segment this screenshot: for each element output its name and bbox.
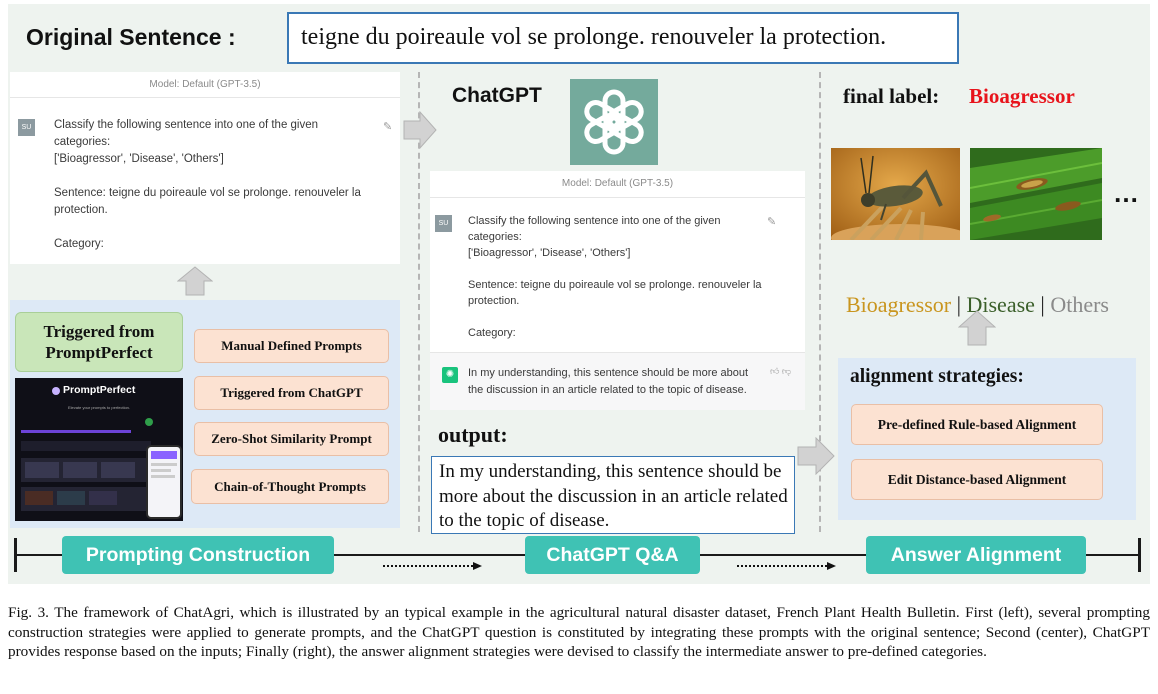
qa-chat-window: Model: Default (GPT-3.5) SU Classify the…: [430, 171, 805, 410]
arrow-right-icon: [797, 437, 835, 475]
strategy-edit-distance: Edit Distance-based Alignment: [851, 459, 1103, 500]
original-sentence-label: Original Sentence :: [26, 24, 236, 50]
prompt-method-manual: Manual Defined Prompts: [194, 329, 389, 363]
chatgpt-avatar-icon: ✺: [442, 367, 458, 383]
openai-logo-icon: [570, 79, 658, 165]
output-label: output:: [438, 422, 508, 447]
prompt-method-label: Chain-of-Thought Prompts: [214, 479, 366, 494]
stage-label: ChatGPT Q&A: [546, 544, 679, 566]
category-bioagressor: Bioagressor: [846, 292, 952, 317]
response-row: ✺ In my understanding, this sentence sho…: [430, 352, 805, 410]
grasshopper-image: [831, 148, 960, 240]
arrow-up-icon: [958, 310, 996, 346]
edit-icon[interactable]: ✎: [767, 216, 777, 228]
promptperfect-screenshot: PromptPerfect Elevate your prompts to pe…: [15, 378, 183, 521]
more-images-ellipsis: …: [1113, 178, 1139, 208]
final-label-value: Bioagressor: [969, 84, 1075, 108]
promptperfect-subtitle: Elevate your prompts to perfection.: [67, 405, 131, 410]
prompt-method-zero-shot: Zero-Shot Similarity Prompt: [194, 422, 389, 456]
triggered-promptperfect-box: Triggered from PromptPerfect: [15, 312, 183, 372]
prompt-method-cot: Chain-of-Thought Prompts: [191, 469, 389, 504]
stage-label: Prompting Construction: [85, 544, 311, 566]
output-text: In my understanding, this sentence shoul…: [439, 461, 788, 531]
phone-mockup: [146, 445, 182, 519]
timeline-start-tick: [14, 538, 17, 572]
strategy-label: Edit Distance-based Alignment: [887, 472, 1067, 487]
promptperfect-logo-icon: [52, 387, 60, 395]
category-others: Others: [1050, 292, 1109, 317]
timeline-end-tick: [1138, 538, 1141, 572]
dotted-arrow-icon: [737, 562, 836, 570]
chat-prompt-text: Classify the following sentence into one…: [468, 215, 762, 339]
category-separator: |: [1034, 292, 1051, 317]
strategy-label: Pre-defined Rule-based Alignment: [877, 417, 1077, 432]
chat-response-text: In my understanding, this sentence shoul…: [468, 367, 749, 396]
stage-answer-alignment: Answer Alignment: [866, 536, 1086, 574]
original-sentence-text: teigne du poireaule vol se prolonge. ren…: [301, 24, 887, 50]
chat-prompt-text: Classify the following sentence into one…: [54, 119, 361, 250]
prompt-method-label: Manual Defined Prompts: [221, 338, 362, 353]
prompt-method-label: Triggered from ChatGPT: [220, 385, 363, 400]
original-sentence-box: teigne du poireaule vol se prolonge. ren…: [287, 12, 959, 64]
chatgpt-title: ChatGPT: [452, 84, 542, 107]
arrow-up-icon: [177, 266, 213, 296]
diseased-leaf-image: [970, 148, 1102, 240]
figure-caption: Fig. 3. The framework of ChatAgri, which…: [8, 604, 1150, 660]
output-box: In my understanding, this sentence shoul…: [431, 456, 795, 534]
divider-right: [819, 72, 821, 532]
prompt-chat-window: Model: Default (GPT-3.5) SU Classify the…: [10, 72, 400, 264]
arrow-right-icon: [403, 111, 437, 149]
edit-icon[interactable]: ✎: [383, 121, 393, 133]
divider-left: [418, 72, 420, 532]
category-separator: |: [951, 292, 967, 317]
stage-prompting-construction: Prompting Construction: [62, 536, 334, 574]
user-avatar: SU: [18, 119, 35, 136]
prompt-method-chatgpt: Triggered from ChatGPT: [194, 376, 389, 410]
promptperfect-app-title: PromptPerfect: [63, 384, 136, 396]
stage-chatgpt-qa: ChatGPT Q&A: [525, 536, 700, 574]
alignment-strategies-title: alignment strategies:: [850, 366, 1024, 387]
chat-model-label: Model: Default (GPT-3.5): [149, 79, 261, 90]
dotted-arrow-icon: [383, 562, 482, 570]
triggered-promptperfect-label: Triggered from PromptPerfect: [43, 322, 155, 362]
final-label-title: final label:: [843, 84, 940, 108]
prompt-method-label: Zero-Shot Similarity Prompt: [211, 431, 372, 446]
user-avatar: SU: [435, 215, 452, 232]
chat-model-label: Model: Default (GPT-3.5): [561, 178, 674, 189]
thumbs-icon[interactable]: 👍︎ 👎︎: [770, 366, 792, 376]
strategy-rule-based: Pre-defined Rule-based Alignment: [851, 404, 1103, 445]
stage-label: Answer Alignment: [890, 544, 1062, 566]
